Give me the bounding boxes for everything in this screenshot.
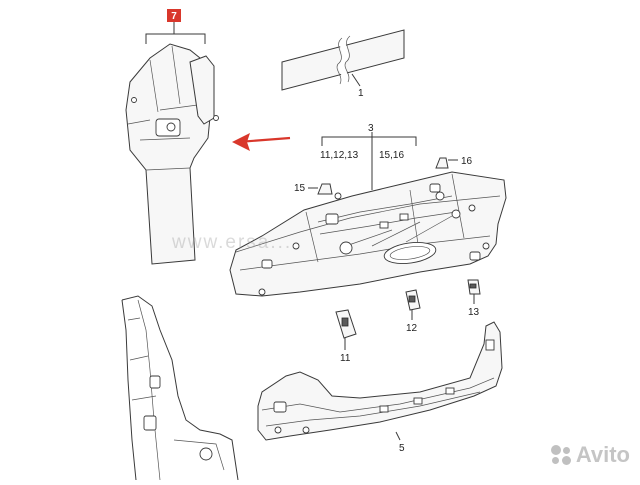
rear-panel-hole-left <box>339 241 353 255</box>
part-12-label: 12 <box>406 323 418 334</box>
part-11-clip: 11 <box>335 309 357 364</box>
part-11-label: 11 <box>340 353 351 364</box>
part-5-label: 5 <box>399 443 405 454</box>
part-16-clip: 16 <box>435 156 473 169</box>
part-7-hole <box>166 122 176 132</box>
part-16-label: 16 <box>461 156 473 167</box>
part-13-clip: 13 <box>467 279 481 318</box>
avito-dots-icon <box>550 444 572 466</box>
part-7-label: 7 <box>171 11 177 22</box>
red-arrow-icon <box>232 133 291 151</box>
part-12-clip: 12 <box>405 289 421 334</box>
part-3-ref-15-16: 15,16 <box>379 150 404 161</box>
part-13-label: 13 <box>468 307 480 318</box>
part-7-badge <box>167 9 181 22</box>
part-3-ref-11-12-13: 11,12,13 <box>320 150 359 161</box>
avito-brand-text: Avito <box>575 442 630 467</box>
part-5-body <box>257 321 503 441</box>
part-3-callout: 3 11,12,13 15,16 <box>320 123 417 190</box>
part-7-small-hole <box>131 97 137 103</box>
part-1-label: 1 <box>358 88 364 99</box>
part-15-clip: 15 <box>294 183 333 195</box>
part-3-label: 3 <box>368 123 374 134</box>
part-5-lower-member: 5 <box>257 321 503 454</box>
rear-panel-oval-opening <box>383 242 437 264</box>
part-3-rear-panel <box>229 171 507 297</box>
part-7-rivet <box>213 115 219 121</box>
part-7-folds <box>127 45 206 171</box>
part-7-bracket <box>145 22 206 44</box>
part-15-label: 15 <box>294 183 306 194</box>
rear-panel-body <box>229 171 507 297</box>
part-7-body <box>125 43 213 265</box>
body-side-outline <box>121 295 239 481</box>
watermark: www.ersa... <box>172 232 293 253</box>
part-7-pillar: 7 <box>125 9 219 265</box>
part-1-strip: 1 <box>281 29 405 99</box>
avito-logo: Avito <box>550 442 630 468</box>
